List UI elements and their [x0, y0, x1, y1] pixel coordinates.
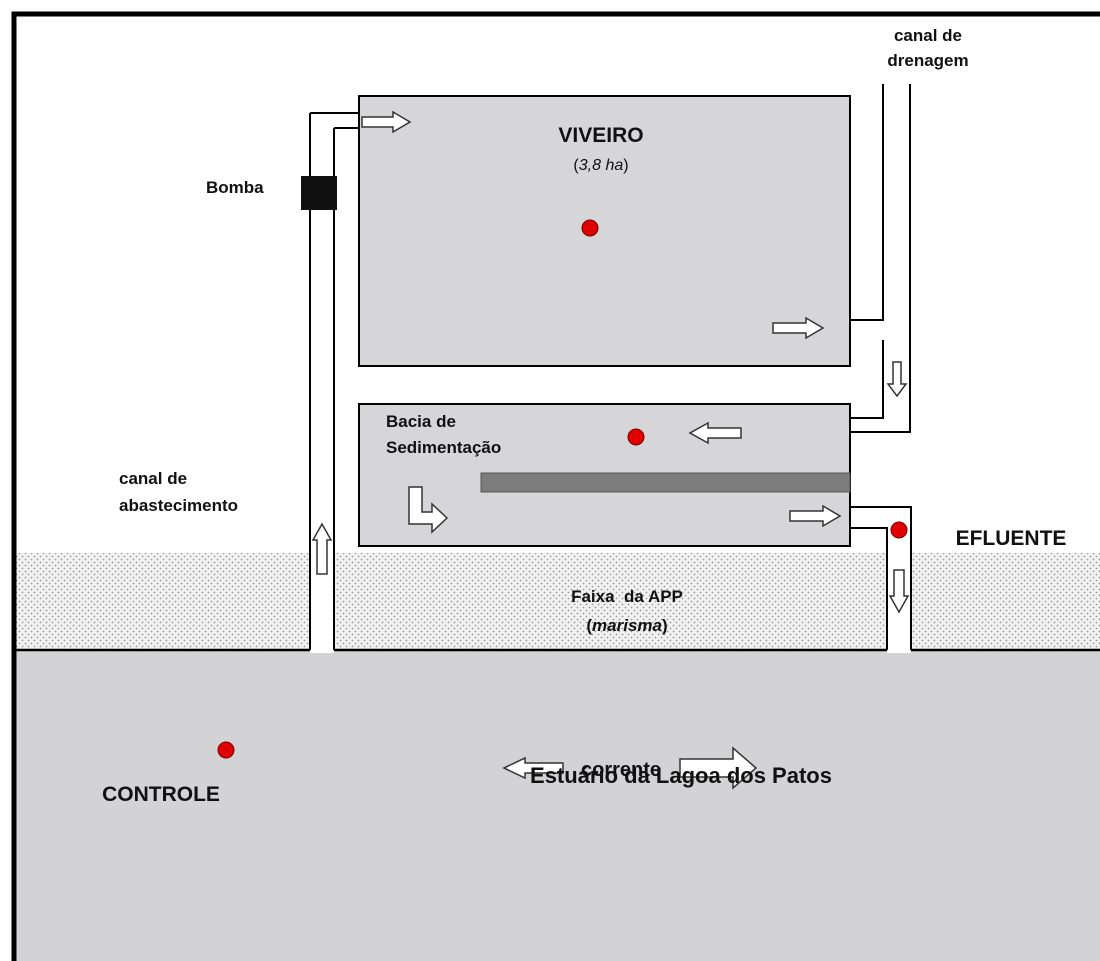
arrow-right-icon [789, 504, 842, 528]
arrow-up-icon [311, 522, 333, 575]
basin-label-line1: Bacia de [386, 412, 456, 431]
current-right-arrow-icon [679, 746, 758, 790]
marsh-sublabel: (marisma) [586, 616, 667, 635]
sample-point-controle [217, 741, 235, 759]
estuary-area [14, 650, 1100, 961]
estuary-label: Estuário da Lagoa dos Patos [530, 763, 832, 788]
drainage-channel [850, 84, 884, 321]
current-left-arrow-icon [502, 756, 564, 780]
sample-point-viveiro [581, 219, 599, 237]
pump-label: Bomba [206, 178, 264, 197]
sample-point-efluente [890, 521, 908, 539]
viveiro-title: VIVEIRO [558, 124, 643, 147]
pump-icon [301, 176, 337, 210]
sample-point-bacia [627, 428, 645, 446]
supply-label-line1: canal de [119, 469, 187, 488]
viveiro-area: (3,8 ha) [573, 157, 628, 174]
arrow-turn-icon [408, 486, 449, 534]
basin-label-line2: Sedimentação [386, 438, 501, 457]
marsh-strip [14, 553, 1100, 650]
viveiro-pond [358, 95, 851, 367]
effluent-label: EFLUENTE [956, 527, 1067, 550]
frame [11, 11, 1100, 961]
supply-label-line2: abastecimento [119, 496, 238, 515]
drainage-label-line1: canal de [894, 26, 962, 45]
drainage-label-line2: drenagem [887, 51, 968, 70]
arrow-left-icon [688, 421, 742, 445]
arrow-down-icon [886, 361, 908, 398]
arrow-right-icon [772, 316, 825, 340]
current-label: corrente [581, 759, 661, 781]
arrow-down-icon [888, 569, 910, 614]
control-label: CONTROLE [102, 783, 220, 806]
marsh-label: Faixa da APP [571, 587, 683, 606]
basin-baffle [480, 472, 851, 493]
arrow-right-icon [361, 110, 412, 134]
